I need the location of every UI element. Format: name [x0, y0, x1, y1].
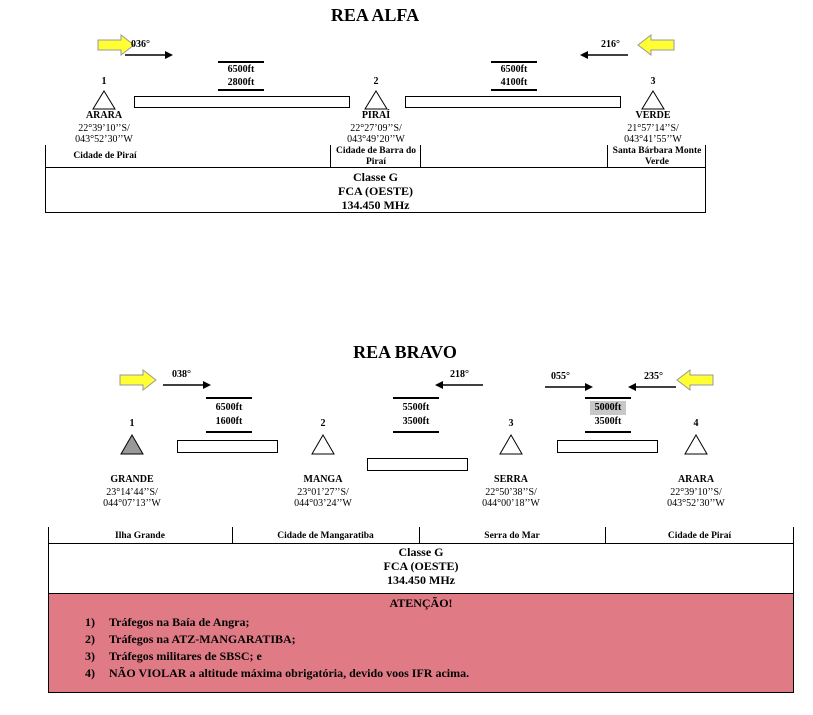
yellow-arrow-left-icon	[637, 34, 675, 56]
bravo-segment-3: Serra do Mar	[484, 531, 540, 541]
bravo-title: REA BRAVO	[353, 342, 457, 362]
class-line: 134.450 MHz	[387, 573, 455, 587]
bravo-heading-038: 038°	[172, 369, 191, 380]
altitude-min: 3500ft	[402, 416, 430, 427]
yellow-arrow-right-icon	[119, 369, 157, 391]
alfa-point-2-coords: 22°27’09’’S/ 043°49’20’’W	[347, 123, 405, 145]
warning-item: 4)NÃO VIOLAR a altitude máxima obrigatór…	[85, 666, 470, 680]
warning-item: 1)Tráfegos na Baía de Angra;	[85, 615, 250, 629]
bravo-point-2-name: MANGA	[303, 474, 343, 485]
divider	[420, 145, 421, 168]
divider	[605, 527, 606, 544]
class-line: FCA (OESTE)	[383, 559, 459, 573]
bravo-altitude-block-3: 5000ft 3500ft	[585, 397, 631, 433]
alfa-point-2-name: PIRAÍ	[361, 110, 391, 121]
divider	[330, 145, 331, 168]
bravo-point-1-coords: 23°14’44’’S/ 044°07’13’’W	[103, 487, 161, 509]
alfa-heading-036: 036°	[131, 39, 150, 50]
bravo-heading-055: 055°	[551, 371, 570, 382]
triangle-icon	[364, 90, 388, 110]
alfa-route-bar-1	[134, 96, 350, 108]
bravo-point-4-number: 4	[693, 418, 699, 429]
alfa-altitude-block-1: 6500ft 2800ft	[218, 61, 264, 91]
bravo-point-1-name: GRANDE	[110, 474, 154, 485]
alfa-point-3-name: VERDE	[635, 110, 671, 121]
alfa-altitude-block-2: 6500ft 4100ft	[491, 61, 537, 91]
arrow-left-icon	[580, 51, 628, 59]
alfa-point-3-number: 3	[650, 76, 656, 87]
bravo-point-4-name: ARARA	[677, 474, 715, 485]
alfa-segment-2: Cidade de Barra do Piraí	[336, 146, 416, 167]
triangle-icon	[641, 90, 665, 110]
bravo-heading-218: 218°	[450, 369, 469, 380]
bravo-segment-row	[48, 527, 794, 544]
divider	[232, 527, 233, 544]
altitude-max: 6500ft	[500, 64, 528, 75]
alfa-point-2-number: 2	[373, 76, 379, 87]
altitude-min: 1600ft	[215, 416, 243, 427]
warning-box: ATENÇÃO! 1)Tráfegos na Baía de Angra; 2)…	[48, 593, 794, 693]
warning-title: ATENÇÃO!	[389, 596, 453, 610]
triangle-icon	[311, 434, 335, 455]
bravo-point-3-coords: 22°50’38’’S/ 044°00’18’’W	[482, 487, 540, 509]
altitude-max: 5000ft	[590, 401, 626, 415]
yellow-arrow-left-icon	[676, 369, 714, 391]
triangle-icon	[684, 434, 708, 455]
bravo-altitude-block-1: 6500ft 1600ft	[206, 397, 252, 433]
divider	[607, 145, 608, 168]
bravo-point-4-coords: 22°39’10’’S/ 043°52’30’’W	[667, 487, 725, 509]
filled-triangle-icon	[120, 434, 144, 455]
bravo-segment-1: Ilha Grande	[115, 531, 165, 541]
triangle-icon	[499, 434, 523, 455]
bravo-route-bar-3	[557, 440, 658, 453]
arrow-left-icon	[628, 383, 676, 391]
bravo-point-2-number: 2	[320, 418, 326, 429]
bravo-route-bar-1	[177, 440, 278, 453]
alfa-title: REA ALFA	[330, 5, 420, 25]
class-line: FCA (OESTE)	[337, 184, 413, 198]
alfa-segment-1: Cidade de Piraí	[73, 151, 137, 161]
alfa-class-box: Classe G FCA (OESTE) 134.450 MHz	[45, 167, 706, 213]
bravo-altitude-block-2: 5500ft 3500ft	[393, 397, 439, 433]
arrow-right-icon	[163, 381, 211, 389]
yellow-arrow-right-icon	[97, 34, 135, 56]
bravo-segment-2: Cidade de Mangaratiba	[277, 531, 374, 541]
bravo-point-1-number: 1	[129, 418, 135, 429]
alfa-point-3-coords: 21°57’14’’S/ 043°41’55’’W	[624, 123, 682, 145]
altitude-min: 2800ft	[227, 77, 255, 88]
bravo-segment-4: Cidade de Piraí	[667, 531, 732, 541]
triangle-icon	[92, 90, 116, 110]
arrow-right-icon	[545, 383, 593, 391]
alfa-segment-3: Santa Bárbara Monte Verde	[612, 146, 702, 167]
divider	[419, 527, 420, 544]
warning-list: 1)Tráfegos na Baía de Angra; 2)Tráfegos …	[85, 614, 793, 682]
alfa-route-bar-2	[405, 96, 621, 108]
bravo-class-box: Classe G FCA (OESTE) 134.450 MHz	[48, 543, 794, 594]
bravo-point-3-name: SERRA	[494, 474, 528, 485]
class-line: Classe G	[398, 545, 444, 559]
altitude-min: 3500ft	[594, 416, 622, 427]
bravo-route-bar-2	[367, 458, 468, 471]
arrow-left-icon	[435, 381, 483, 389]
alfa-point-1-number: 1	[101, 76, 107, 87]
altitude-max: 6500ft	[227, 64, 255, 75]
altitude-max: 5500ft	[402, 402, 430, 413]
bravo-point-3-number: 3	[508, 418, 514, 429]
alfa-point-1-coords: 22°39’10’’S/ 043°52’30’’W	[75, 123, 133, 145]
bravo-heading-235: 235°	[644, 371, 663, 382]
class-line: Classe G	[353, 170, 398, 184]
alfa-point-1-name: ARARA	[85, 110, 123, 121]
class-line: 134.450 MHz	[341, 198, 410, 212]
bravo-point-2-coords: 23°01’27’’S/ 044°03’24’’W	[294, 487, 352, 509]
alfa-heading-216: 216°	[601, 39, 620, 50]
warning-item: 2)Tráfegos na ATZ-MANGARATIBA;	[85, 632, 296, 646]
altitude-max: 6500ft	[215, 402, 243, 413]
altitude-min: 4100ft	[500, 77, 528, 88]
arrow-right-icon	[125, 51, 173, 59]
warning-item: 3)Tráfegos militares de SBSC; e	[85, 649, 262, 663]
